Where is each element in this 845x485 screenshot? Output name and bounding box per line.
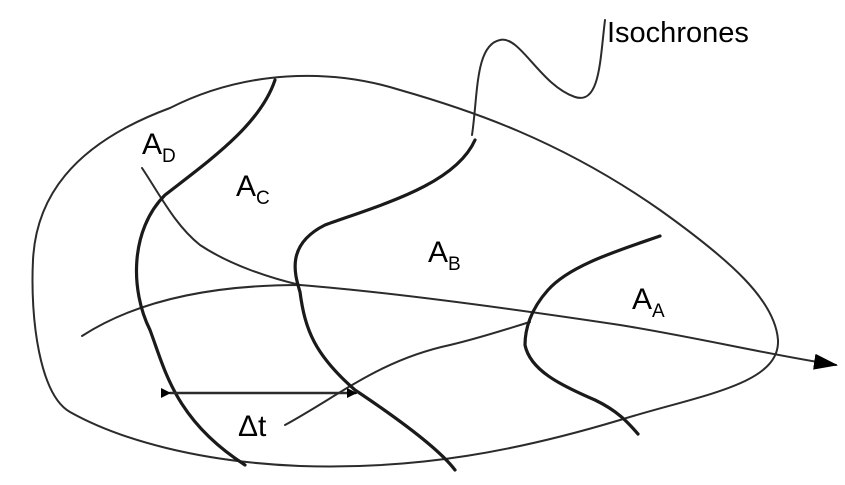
interval-callout-line bbox=[284, 321, 531, 426]
area-label-d: AD bbox=[142, 128, 176, 167]
area-label-a: AA bbox=[632, 283, 665, 322]
lower-tributary bbox=[81, 284, 301, 337]
interval-label: Δt bbox=[238, 410, 267, 443]
isochrones-label: Isochrones bbox=[607, 17, 749, 49]
isochrone-3 bbox=[523, 234, 662, 436]
isochrone-1 bbox=[134, 78, 277, 467]
isochrones-callout-line bbox=[471, 19, 606, 136]
area-label-c: AC bbox=[236, 170, 270, 209]
main-flow-path bbox=[141, 167, 838, 370]
isochrone-2 bbox=[293, 138, 477, 472]
catchment-boundary bbox=[31, 74, 780, 468]
area-label-b: AB bbox=[428, 236, 461, 275]
